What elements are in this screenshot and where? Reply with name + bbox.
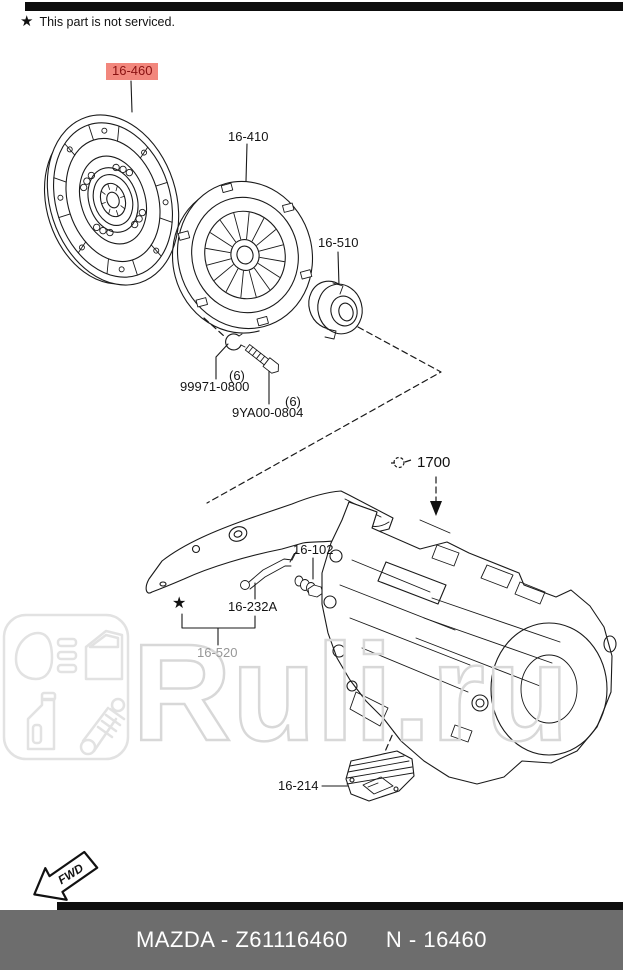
mount-drawing	[345, 750, 415, 802]
transmission-housing-drawing	[321, 501, 617, 785]
part-label-99971-0800[interactable]: 99971-0800	[180, 379, 250, 394]
top-border	[25, 2, 623, 11]
star-icon: ★	[20, 13, 34, 30]
fwd-arrow: FWD	[33, 850, 99, 901]
ref-1700-text: 1700	[417, 454, 451, 471]
release-bearing-drawing	[308, 280, 363, 340]
part-label-16-520[interactable]: 16-520	[197, 645, 238, 660]
part-label-16-102[interactable]: 16-102	[293, 542, 334, 557]
footer-make-code: MAZDA - Z61116460	[135, 927, 348, 952]
part-label-16-232A[interactable]: 16-232A	[228, 599, 278, 614]
part-label-16-410[interactable]: 16-410	[228, 129, 269, 144]
release-fork-drawing	[145, 490, 394, 594]
arrow-down-icon	[430, 501, 442, 516]
qty-bolt: (6)	[285, 394, 301, 409]
part-label-16-214[interactable]: 16-214	[278, 778, 319, 793]
snap-ring-drawing	[225, 333, 246, 351]
footer-bar: MAZDA - Z61116460 N - 16460	[0, 910, 623, 970]
section-ref-1700[interactable]: 1700	[390, 454, 450, 471]
clutch-disc-drawing	[43, 114, 180, 286]
not-serviced-star-icon: ★	[172, 595, 187, 612]
diaphragm-fingers	[205, 212, 285, 298]
part-label-9YA00-0804[interactable]: 9YA00-0804	[232, 405, 304, 420]
qty-snap-ring: (6)	[229, 368, 245, 383]
part-label-16-460[interactable]: 16-460	[106, 63, 159, 80]
exploded-diagram	[43, 80, 617, 802]
reference-icon	[391, 456, 412, 469]
not-serviced-note: ★ This part is not serviced.	[20, 14, 175, 29]
release-rod-drawing	[240, 551, 297, 590]
footer-part-number: N - 16460	[385, 927, 488, 952]
fork-bolt-drawing	[294, 575, 324, 598]
clutch-cover-drawing	[172, 180, 314, 334]
leader-lines	[130, 80, 349, 787]
cover-bolt-drawing	[244, 344, 279, 374]
damper-springs	[80, 163, 146, 237]
not-serviced-text: This part is not serviced.	[39, 14, 175, 29]
part-label-16-510[interactable]: 16-510	[318, 235, 359, 250]
bottom-border	[57, 902, 623, 910]
